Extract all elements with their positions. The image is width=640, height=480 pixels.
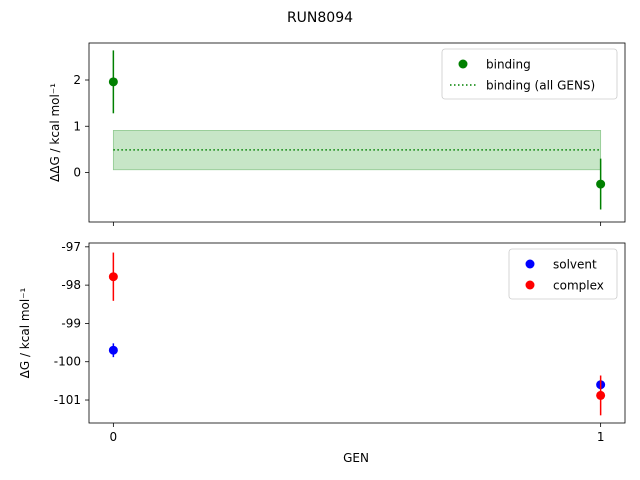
legend-swatch-0 [458,59,468,69]
y-axis-label: ΔΔG / kcal mol⁻¹ [48,83,62,182]
y-tick-label-0: -97 [61,240,81,254]
y-axis-label: ΔG / kcal mol⁻¹ [18,287,32,378]
x-axis-label: GEN [343,451,369,465]
y-tick-label-4: -101 [54,393,81,407]
y-tick-label-1: 1 [73,119,81,133]
axes-frame [88,242,626,424]
data-point-0-0 [108,345,118,355]
legend-label-0: binding [486,58,531,72]
data-point-1-1 [596,390,606,400]
legend-swatch-1 [525,280,535,290]
y-tick-label-2: 2 [73,73,81,87]
y-tick-label-0: 0 [73,166,81,180]
y-tick-label-1: -98 [61,278,81,292]
legend-swatch-0 [525,259,535,269]
legend-box [508,248,618,300]
data-point-0-0 [108,77,118,87]
legend-label-1: complex [553,279,604,293]
data-point-0-1 [596,179,606,189]
legend-label-1: binding (all GENS) [486,79,595,93]
axes-frame [88,42,626,223]
y-tick-label-2: -99 [61,316,81,330]
legend-label-0: solvent [553,258,597,272]
figure-title: RUN8094 [287,10,353,26]
data-point-1-0 [108,272,118,282]
x-tick-label-0: 0 [110,430,118,444]
x-tick-label-1: 1 [597,430,605,444]
bottom-panel-solvent-complex: -97 -98 -99 -100 -101 0 1 ΔG / kcal mol⁻¹ solven… [18,240,626,444]
y-tick-label-3: -100 [54,355,81,369]
legend-box [441,48,618,100]
